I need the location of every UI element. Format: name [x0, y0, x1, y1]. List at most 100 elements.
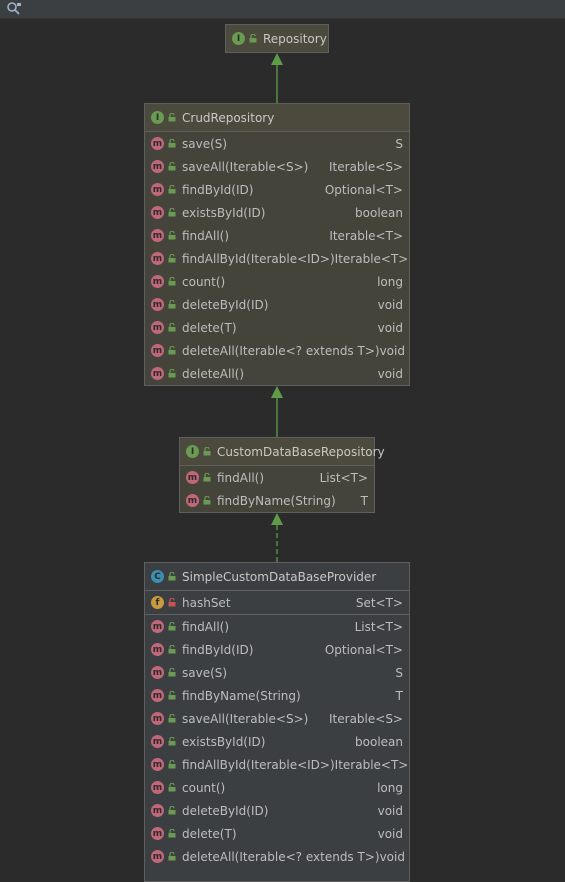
- method-label: findAll(): [182, 619, 230, 634]
- method-label: existsById(ID): [182, 734, 266, 749]
- method-return-type: Optional<T>: [324, 182, 403, 197]
- method-return-type: boolean: [355, 205, 403, 220]
- arrowhead-crud: [271, 386, 283, 398]
- method-badge-icon: m: [186, 494, 199, 507]
- method-badge-icon: m: [151, 206, 164, 219]
- custom-repository-header: I CustomDataBaseRepository: [180, 438, 385, 466]
- method-return-type: void: [377, 297, 403, 312]
- method-return-type: void: [379, 343, 405, 358]
- public-lock-icon: [203, 447, 211, 456]
- method-label: existsById(ID): [182, 205, 266, 220]
- method-row[interactable]: m deleteAll(Iterable<? extends T>)void: [145, 845, 409, 868]
- public-lock-icon: [168, 668, 176, 677]
- method-return-type: boolean: [355, 734, 403, 749]
- public-lock-icon: [168, 346, 176, 355]
- method-label: save(S): [182, 665, 228, 680]
- method-label: findById(ID): [182, 642, 254, 657]
- public-lock-icon: [168, 572, 176, 581]
- method-return-type: long: [377, 780, 403, 795]
- repository-header: I Repository: [226, 25, 328, 52]
- method-badge-icon: m: [151, 735, 164, 748]
- public-lock-icon: [168, 829, 176, 838]
- method-badge-icon: m: [151, 850, 164, 863]
- public-lock-icon: [203, 496, 211, 505]
- method-badge-icon: m: [151, 183, 164, 196]
- method-return-type: S: [395, 136, 403, 151]
- field-label: hashSet: [182, 595, 231, 610]
- method-label: findAllById(Iterable<ID>): [182, 251, 335, 266]
- public-lock-icon: [168, 645, 176, 654]
- method-return-type: Optional<T>: [324, 642, 403, 657]
- repository-name: Repository: [263, 31, 327, 46]
- public-lock-icon: [168, 254, 176, 263]
- search-diagram-icon[interactable]: [6, 1, 22, 15]
- method-label: saveAll(Iterable<S>): [182, 159, 309, 174]
- field-row[interactable]: f hashSet Set<T>: [145, 591, 409, 615]
- public-lock-icon: [168, 691, 176, 700]
- method-label: delete(T): [182, 320, 237, 335]
- method-return-type: void: [379, 849, 405, 864]
- custom-repository-name: CustomDataBaseRepository: [217, 444, 385, 459]
- method-badge-icon: m: [151, 275, 164, 288]
- method-row[interactable]: m findById(ID) Optional<T>: [145, 638, 409, 661]
- method-badge-icon: m: [151, 758, 164, 771]
- arrowhead-custom: [271, 513, 283, 525]
- method-return-type: long: [377, 274, 403, 289]
- public-lock-icon: [168, 622, 176, 631]
- public-lock-icon: [168, 277, 176, 286]
- public-lock-icon: [168, 162, 176, 171]
- method-return-type: T: [360, 493, 368, 508]
- public-lock-icon: [168, 113, 176, 122]
- public-lock-icon: [203, 473, 211, 482]
- method-return-type: Iterable<S>: [329, 159, 403, 174]
- method-label: deleteById(ID): [182, 803, 269, 818]
- interface-badge-icon: I: [232, 32, 245, 45]
- diagram-toolbar: [0, 0, 565, 19]
- method-label: saveAll(Iterable<S>): [182, 711, 309, 726]
- public-lock-icon: [168, 139, 176, 148]
- repository-node[interactable]: I Repository: [225, 24, 329, 53]
- class-badge-icon: C: [151, 570, 164, 583]
- method-label: findAll(): [182, 228, 230, 243]
- arrowhead-repository: [271, 53, 283, 65]
- method-return-type: void: [377, 366, 403, 381]
- interface-badge-icon: I: [186, 445, 199, 458]
- method-return-type: List<T>: [319, 470, 368, 485]
- public-lock-icon: [168, 714, 176, 723]
- provider-node[interactable]: C SimpleCustomDataBaseProvider f hashSet…: [144, 562, 410, 882]
- method-label: deleteAll(Iterable<? extends T>): [182, 849, 380, 864]
- public-lock-icon: [168, 852, 176, 861]
- method-row[interactable]: m existsById(ID) boolean: [145, 201, 409, 224]
- method-row[interactable]: m existsById(ID) boolean: [145, 730, 409, 753]
- method-label: deleteAll(Iterable<? extends T>): [182, 343, 380, 358]
- provider-name: SimpleCustomDataBaseProvider: [182, 569, 377, 584]
- method-return-type: Iterable<T>: [329, 228, 403, 243]
- method-badge-icon: m: [151, 643, 164, 656]
- public-lock-icon: [168, 783, 176, 792]
